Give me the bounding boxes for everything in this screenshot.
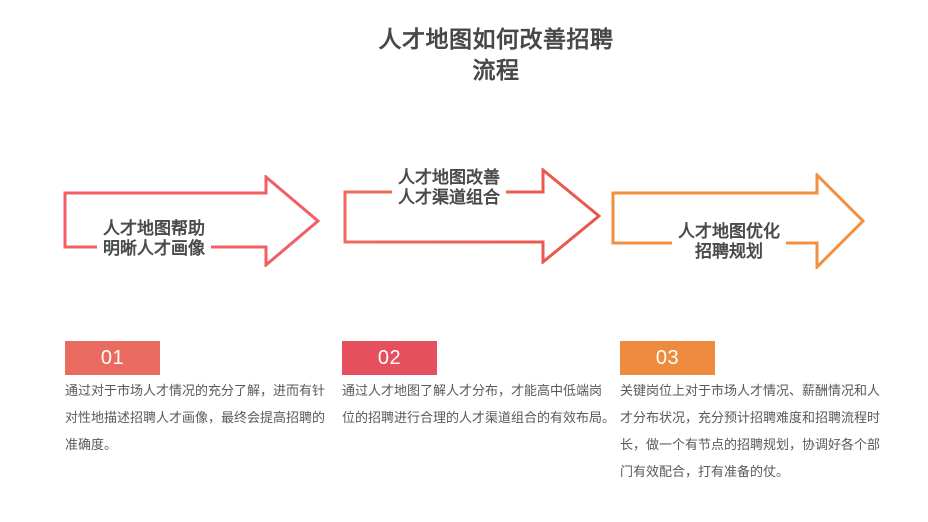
process-arrow-2 xyxy=(343,168,601,264)
arrow-2-outline xyxy=(343,168,601,264)
step-1-badge: 01 xyxy=(65,341,160,375)
slide-title: 人才地图如何改善招聘 流程 xyxy=(378,26,614,83)
process-arrow-3 xyxy=(611,173,866,269)
arrow-1-label: 人才地图帮助 明晰人才画像 xyxy=(97,218,211,260)
step-3-description: 关键岗位上对于市场人才情况、薪酬情况和人 才分布状况，充分预计招聘难度和招聘流程… xyxy=(620,383,881,479)
arrow-2-label: 人才地图改善 人才渠道组合 xyxy=(392,167,506,209)
arrow-3-label: 人才地图优化 招聘规划 xyxy=(672,221,786,263)
step-3-badge: 03 xyxy=(620,341,715,375)
step-2-description: 通过人才地图了解人才分布，才能高中低端岗 位的招聘进行合理的人才渠道组合的有效布… xyxy=(342,383,616,425)
step-1-description: 通过对于市场人才情况的充分了解，进而有针 对性地描述招聘人才画像，最终会提高招聘… xyxy=(65,383,326,452)
arrow-3-outline xyxy=(611,173,866,269)
step-2-badge: 02 xyxy=(342,341,437,375)
